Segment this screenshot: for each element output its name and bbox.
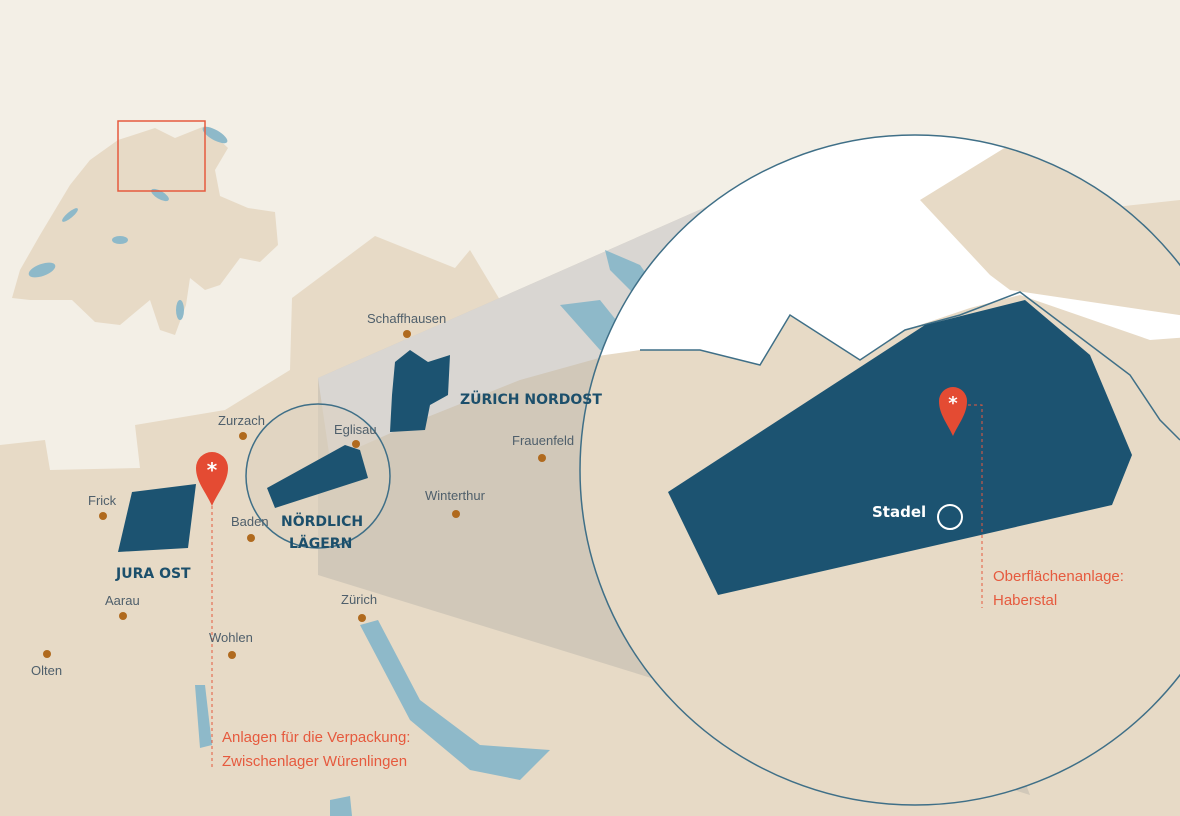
city-label-schaffhausen: Schaffhausen	[367, 311, 446, 326]
switzerland-lakes	[28, 126, 228, 320]
city-label-wohlen: Wohlen	[209, 630, 253, 645]
city-label-frick: Frick	[88, 493, 117, 508]
city-label-frauenfeld: Frauenfeld	[512, 433, 574, 448]
inset-frame	[117, 120, 206, 192]
zoom-detail	[580, 135, 1180, 805]
city-label-zurzach: Zurzach	[218, 413, 265, 428]
svg-text:*: *	[948, 393, 958, 414]
oberflaeche-leader-line	[968, 404, 983, 608]
region-label-jura-ost: JURA OST	[115, 566, 191, 582]
region-zurich-nordost	[390, 350, 450, 432]
annotation-oberflaeche-line2: Haberstal	[993, 592, 1057, 609]
switzerland-map	[12, 126, 278, 335]
map-pin-asterisk-icon: *	[196, 452, 228, 506]
annotation-verpackung-line1: Anlagen für die Verpackung:	[222, 729, 410, 746]
city-label-winterthur: Winterthur	[425, 488, 486, 503]
label-stadel: Stadel	[872, 503, 926, 521]
region-noerdlich-laegern	[267, 445, 368, 508]
city-label-olten: Olten	[31, 663, 62, 678]
zoom-circle-outline	[579, 134, 1180, 806]
region-label-noerdlich: NÖRDLICH	[281, 512, 363, 530]
region-label-zurich-nordost: ZÜRICH NORDOST	[460, 390, 602, 408]
city-label-eglisau: Eglisau	[334, 422, 377, 437]
city-dots	[43, 330, 546, 659]
map-pin-asterisk-icon: *	[939, 387, 967, 436]
city-label-aarau: Aarau	[105, 593, 140, 608]
region-jura-ost	[118, 484, 196, 552]
city-label-zurich: Zürich	[341, 592, 377, 607]
city-label-baden: Baden	[231, 514, 269, 529]
annotation-verpackung-line2: Zwischenlager Würenlingen	[222, 753, 407, 770]
svg-text:*: *	[207, 458, 218, 482]
region-noerdlich-laegern-detail	[668, 300, 1132, 595]
stadel-location-icon	[937, 504, 963, 530]
region-label-laegern: LÄGERN	[289, 535, 352, 552]
annotation-oberflaeche-line1: Oberflächenanlage:	[993, 568, 1124, 585]
